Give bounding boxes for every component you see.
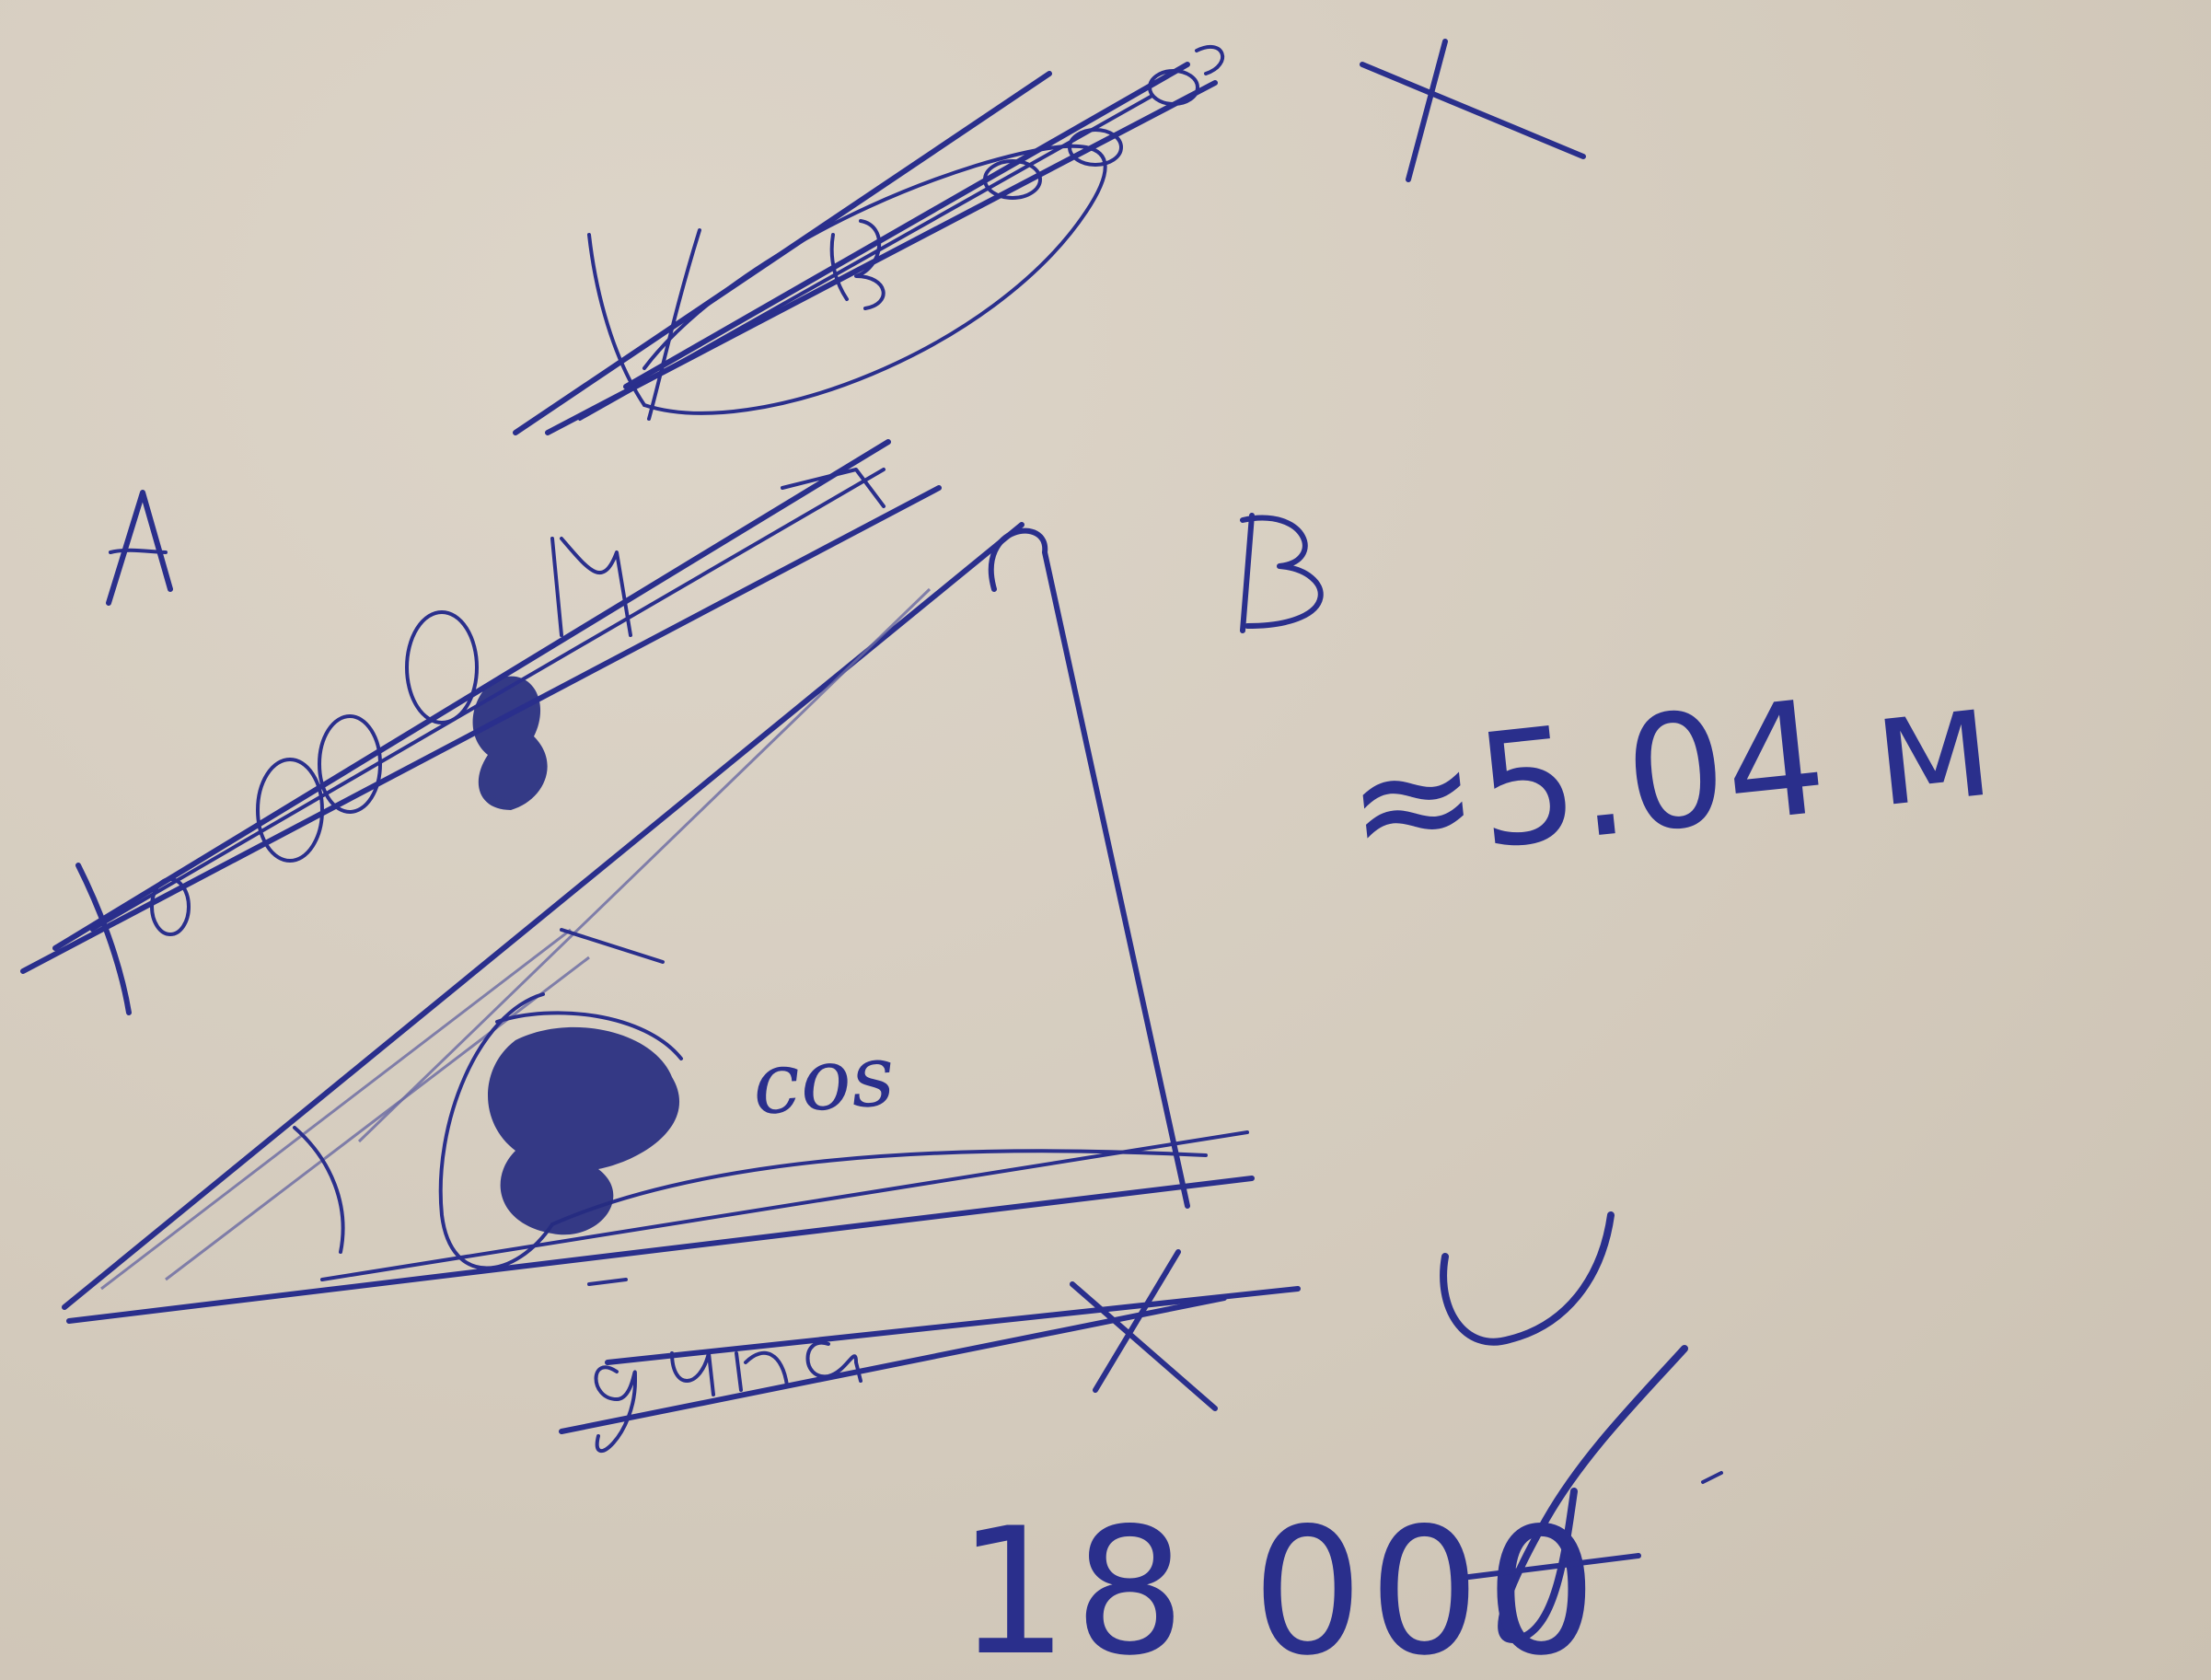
- vertex-a-letter: [106, 490, 173, 606]
- crossed-out-bottom-word: [559, 1249, 1301, 1453]
- cos-label: cos: [749, 1025, 897, 1133]
- bottom-value-label: 18 000: [957, 1490, 1603, 1680]
- crossed-out-top-note: [513, 44, 1225, 435]
- right-y-letter: [1440, 1211, 1688, 1643]
- length-label: ≈5.04 м: [1338, 649, 2001, 898]
- triangle-sketch: [62, 522, 1255, 1324]
- stray-mark: [1701, 1471, 1723, 1484]
- bottom-value-strike: [1452, 1553, 1641, 1582]
- top-right-x-mark: [1360, 39, 1586, 182]
- crossed-out-left-note: [20, 439, 942, 1015]
- vertex-b-letter: [1240, 513, 1324, 633]
- scribbled-angle-note: cos: [438, 992, 897, 1270]
